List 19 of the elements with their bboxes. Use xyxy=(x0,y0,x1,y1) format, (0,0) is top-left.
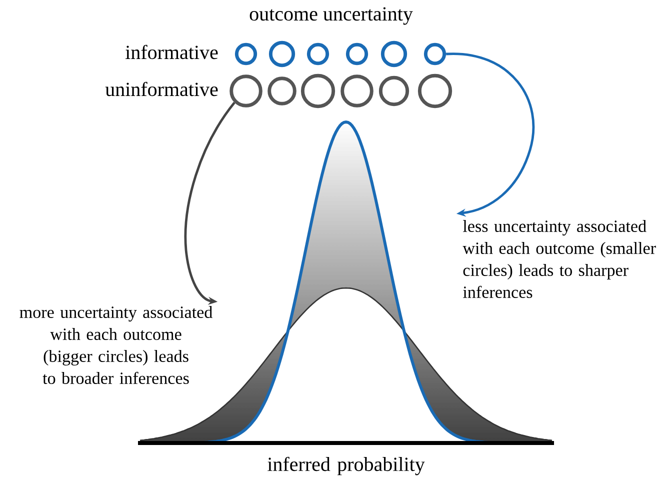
row-label: uninformative xyxy=(105,82,218,96)
outcome-circle xyxy=(418,74,452,108)
row-label: informative xyxy=(126,44,218,60)
outcome-circle xyxy=(380,40,408,68)
heading: outcome uncertainty xyxy=(250,7,413,25)
outcome-circle xyxy=(234,42,258,66)
outcome-circle xyxy=(230,74,262,108)
outcome-circle xyxy=(268,40,296,68)
axis-label: inferred probability xyxy=(268,456,425,476)
annotation-text: less uncertainty associated with each outcome (smaller circles) leads to sharper inferences xyxy=(462,220,656,298)
outcome-circle xyxy=(378,76,410,106)
annotation-text: more uncertainty associated with each outcome (bigger circles) leads to broader inferences xyxy=(20,306,212,384)
outcome-circle xyxy=(268,76,296,106)
outcome-circle xyxy=(424,42,446,66)
outcome-circle xyxy=(340,74,374,108)
outcome-circle xyxy=(300,74,336,108)
outcome-circle xyxy=(346,42,368,66)
outcome-circle xyxy=(306,42,330,66)
arrow xyxy=(446,52,535,217)
